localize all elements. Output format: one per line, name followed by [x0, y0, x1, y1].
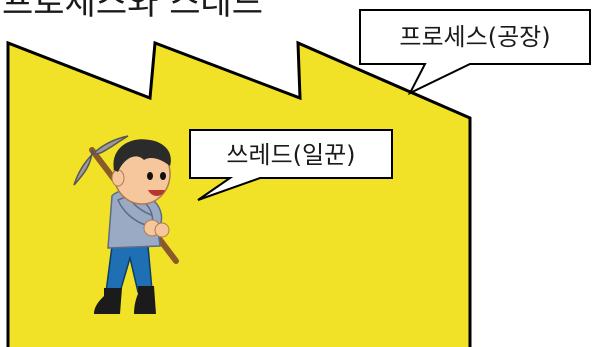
diagram-heading: 프로세스와 스레드 [2, 0, 263, 23]
thread-callout: 쓰레드(일꾼) [189, 129, 393, 201]
process-callout-bubble [359, 9, 591, 96]
thread-callout-bubble [189, 129, 393, 201]
thread-label: 쓰레드(일꾼) [226, 141, 355, 169]
factory-shape [6, 40, 472, 347]
process-label: 프로세스(공장) [399, 23, 550, 51]
process-callout: 프로세스(공장) [359, 9, 591, 96]
worker-with-pickaxe-icon [73, 135, 179, 314]
